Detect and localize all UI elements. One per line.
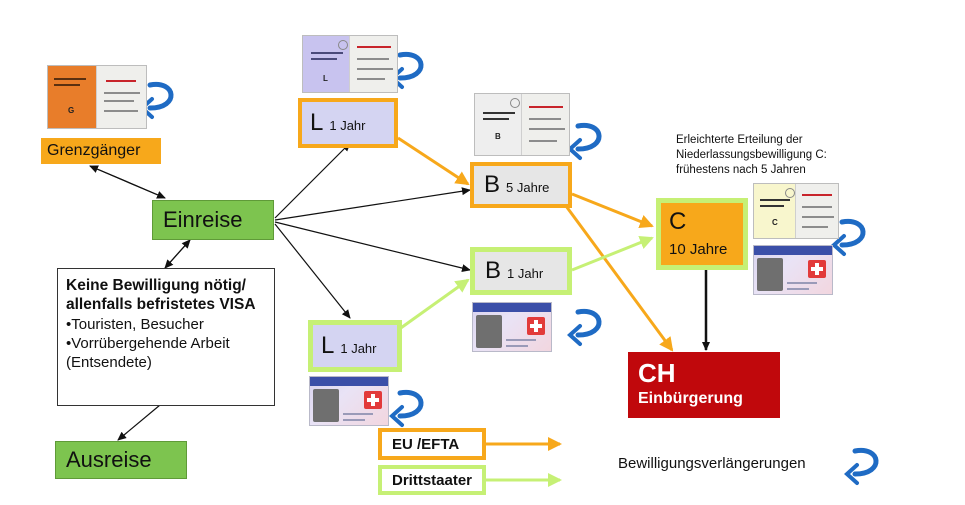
keine-bewilligung-title: Keine Bewilligung nötig/ allenfalls befr… xyxy=(66,277,256,313)
l-dritt-residence-card-image xyxy=(309,376,389,426)
ch-subtitle: Einbürgerung xyxy=(638,390,743,407)
legend-drittstaater-label: Drittstaater xyxy=(392,471,473,489)
einreise-label: Einreise xyxy=(163,207,243,232)
permit-c-duration: 10 Jahre xyxy=(669,241,728,258)
b-dritt-residence-card-image xyxy=(472,302,552,352)
renewal-icon-legend xyxy=(844,447,879,485)
arrow-einreise-l-eu xyxy=(274,142,351,219)
permit-c-document-image: C xyxy=(753,183,839,239)
renewal-icon-b-eu xyxy=(567,122,602,160)
legend-eu-efta-label: EU /EFTA xyxy=(392,435,460,453)
permit-g-document-image: G xyxy=(47,65,147,129)
grenzgaenger-box: Grenzgänger xyxy=(41,138,161,164)
permit-c-letter: C xyxy=(669,208,687,235)
arrow-einreise-b-eu xyxy=(274,187,471,221)
permit-l-dritt-duration: 1 Jahr xyxy=(340,341,377,356)
permit-b-dritt-box: B 1 Jahr xyxy=(470,247,572,295)
permit-b-eu-box: B 5 Jahre xyxy=(470,162,572,208)
ausreise-box: Ausreise xyxy=(55,441,187,479)
keine-bewilligung-item-touristen: •Touristen, Besucher xyxy=(66,316,204,333)
legend-eu-efta-box: EU /EFTA xyxy=(378,428,486,460)
permit-l-letter: L xyxy=(323,74,328,83)
permit-l-dritt-box: L 1 Jahr xyxy=(308,320,402,372)
permit-g-letter: G xyxy=(68,106,75,115)
permit-l-eu-box: L 1 Jahr xyxy=(298,98,398,148)
permit-b-letter: B xyxy=(495,132,501,141)
arrow-b-eu-c xyxy=(571,192,654,229)
permit-c-letter: C xyxy=(772,218,778,227)
permit-l-eu-duration: 1 Jahr xyxy=(329,118,366,133)
keine-bewilligung-box: Keine Bewilligung nötig/ allenfalls befr… xyxy=(57,268,275,406)
keine-bewilligung-item-arbeit: •Vorrübergehende Arbeit (Entsendete) xyxy=(66,335,230,371)
arrow-b-dritt-c xyxy=(571,235,654,272)
erleichterte-erteilung-note: Erleichterte Erteilung der Niederlassung… xyxy=(676,134,827,176)
arrow-einreise-b-dritt xyxy=(274,221,471,272)
legend-renewals-label: Bewilligungsverlängerungen xyxy=(618,455,806,472)
renewal-icon-c xyxy=(831,218,866,256)
c-residence-card-image xyxy=(753,245,833,295)
permit-l-dritt-letter: L xyxy=(321,332,335,359)
permit-b-dritt-letter: B xyxy=(485,257,502,284)
permit-b-eu-duration: 5 Jahre xyxy=(506,180,550,195)
ch-einbuergerung-box: CH Einbürgerung xyxy=(628,352,780,418)
permit-l-eu-letter: L xyxy=(310,109,324,136)
grenzgaenger-label: Grenzgänger xyxy=(47,142,141,159)
arrow-grenzgaenger-einreise xyxy=(89,165,166,199)
renewal-icon-b-dritt xyxy=(567,308,602,346)
permit-b-document-image: B xyxy=(474,93,570,156)
permit-b-dritt-duration: 1 Jahr xyxy=(507,266,544,281)
renewal-icon-l-dritt xyxy=(389,389,424,427)
arrow-b-eu-ch xyxy=(564,205,674,352)
arrow-l-dritt-b-dritt xyxy=(397,278,470,332)
permit-b-eu-letter: B xyxy=(484,171,501,198)
permit-l-document-image: L xyxy=(302,35,398,93)
legend-drittstaater-box: Drittstaater xyxy=(378,465,486,495)
arrow-l-eu-b-eu xyxy=(397,136,470,186)
einreise-box: Einreise xyxy=(152,200,274,240)
permit-c-box: C 10 Jahre xyxy=(656,198,748,270)
ausreise-label: Ausreise xyxy=(66,447,152,472)
ch-title: CH xyxy=(638,358,676,388)
arrow-keine-einreise xyxy=(164,239,191,269)
arrow-einreise-l-dritt xyxy=(274,223,351,319)
arrow-keine-ausreise xyxy=(117,404,161,441)
